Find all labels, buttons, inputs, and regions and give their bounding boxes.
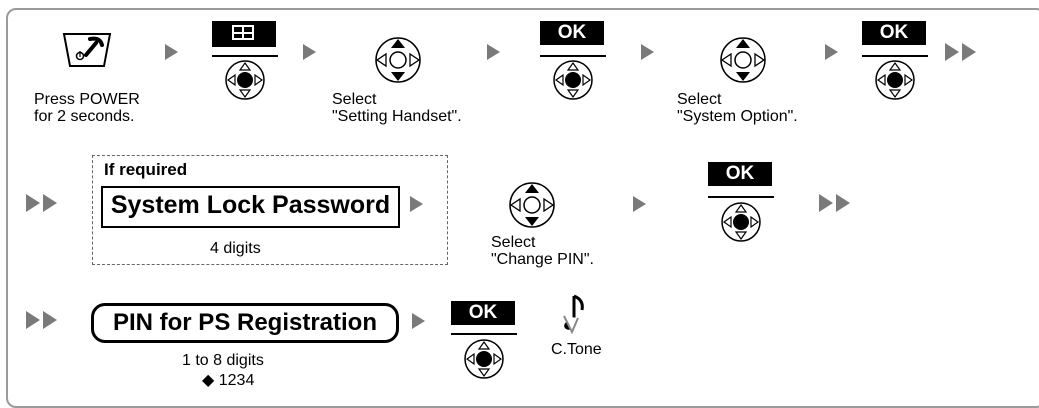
double-arrow-icon bbox=[819, 194, 850, 212]
double-arrow-icon bbox=[26, 194, 57, 212]
arrow-right-icon bbox=[825, 44, 838, 60]
arrow-right-icon bbox=[633, 196, 646, 212]
ok-key-icon: OK bbox=[708, 162, 772, 186]
divider-rule bbox=[212, 55, 278, 57]
confirmation-tone-label: C.Tone bbox=[551, 341, 602, 358]
arrow-right-icon bbox=[412, 313, 425, 329]
system-option-caption: Select "System Option". bbox=[677, 91, 798, 125]
navigator-center-icon bbox=[721, 202, 761, 242]
double-arrow-icon bbox=[26, 311, 57, 329]
menu-key-icon bbox=[212, 21, 276, 47]
system-lock-password-field: System Lock Password bbox=[101, 186, 400, 228]
divider-rule bbox=[862, 55, 928, 57]
power-key-icon bbox=[62, 33, 112, 67]
navigator-center-icon bbox=[225, 60, 265, 100]
arrow-right-icon bbox=[410, 196, 423, 212]
arrow-right-icon bbox=[303, 44, 316, 60]
navigator-updown-icon bbox=[375, 37, 421, 83]
divider-rule bbox=[451, 333, 517, 335]
navigator-updown-icon bbox=[720, 37, 766, 83]
power-caption: Press POWER for 2 seconds. bbox=[34, 91, 140, 125]
navigator-center-icon bbox=[875, 60, 915, 100]
music-note-icon bbox=[563, 294, 584, 335]
double-arrow-icon bbox=[945, 43, 976, 61]
arrow-right-icon bbox=[487, 44, 500, 60]
ok-key-icon: OK bbox=[862, 21, 926, 45]
divider-rule bbox=[540, 55, 606, 57]
if-required-box bbox=[92, 155, 448, 265]
arrow-right-icon bbox=[165, 44, 178, 60]
divider-rule bbox=[708, 196, 774, 198]
if-required-label: If required bbox=[104, 160, 188, 179]
arrow-right-icon bbox=[641, 44, 654, 60]
change-pin-caption: Select "Change PIN". bbox=[491, 234, 594, 268]
setting-handset-caption: Select "Setting Handset". bbox=[332, 91, 462, 125]
password-digits-label: 4 digits bbox=[210, 240, 261, 257]
navigator-center-icon bbox=[464, 339, 504, 379]
navigator-updown-icon bbox=[509, 182, 555, 228]
navigator-center-icon bbox=[553, 60, 593, 100]
pin-digits-label: 1 to 8 digits bbox=[182, 352, 264, 369]
ok-key-icon: OK bbox=[451, 301, 515, 325]
ok-key-icon: OK bbox=[540, 21, 604, 45]
pin-registration-field: PIN for PS Registration bbox=[91, 303, 399, 343]
pin-default-value: ◆ 1234 bbox=[202, 372, 255, 389]
